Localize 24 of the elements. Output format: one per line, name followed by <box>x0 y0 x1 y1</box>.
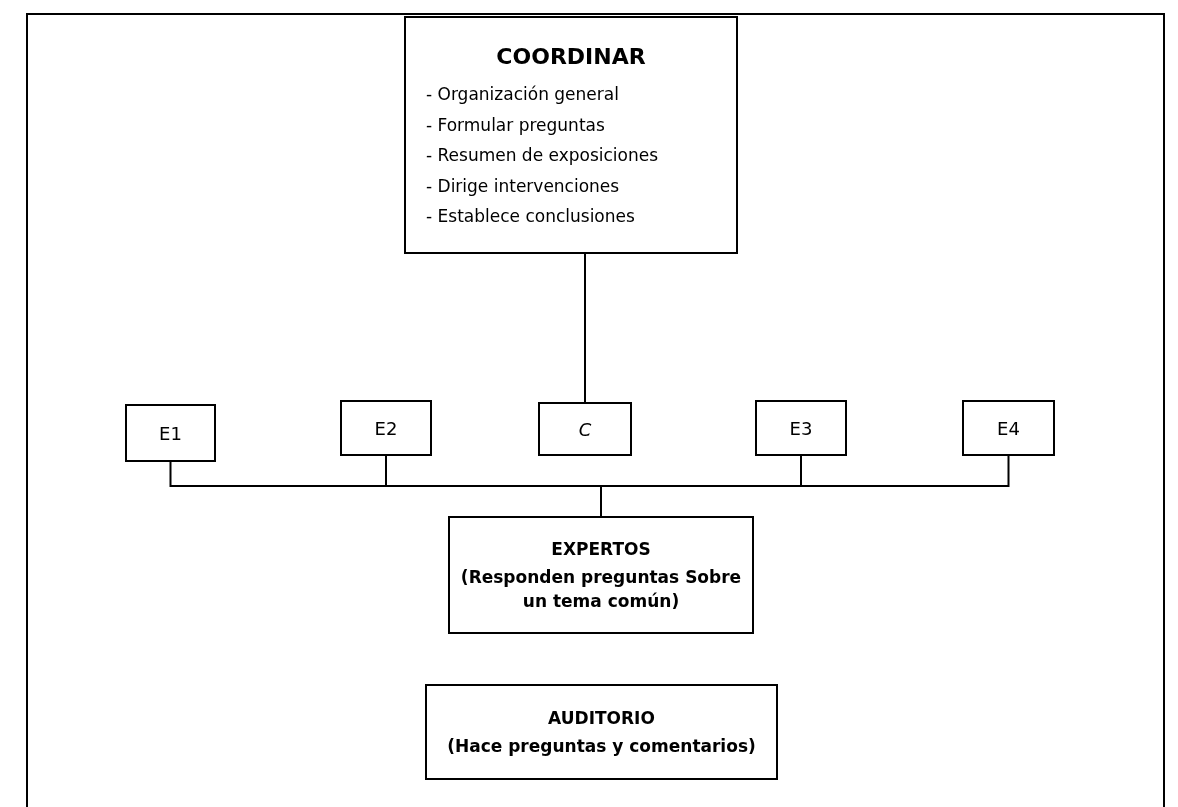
box-heading: AUDITORIO <box>548 706 655 730</box>
box-label: E3 <box>789 416 813 441</box>
box-heading: COORDINAR <box>496 43 646 72</box>
list-item: - Organización general <box>426 83 619 107</box>
box-description: (Hace preguntas y comentarios) <box>447 735 756 759</box>
box-label: E2 <box>374 416 398 441</box>
list-item: - Resumen de exposiciones <box>426 144 659 168</box>
list-item: - Formular preguntas <box>426 113 605 137</box>
box-label: E4 <box>997 416 1020 441</box>
text-box <box>125 404 216 462</box>
text-box <box>538 402 632 456</box>
text-box <box>448 516 754 634</box>
text-box <box>962 400 1055 456</box>
box-label: E1 <box>159 421 182 446</box>
box-label: C <box>578 417 592 442</box>
text-box <box>404 16 738 254</box>
list-item: - Dirige intervenciones <box>426 174 620 198</box>
connector-line <box>584 253 586 403</box>
box-heading: EXPERTOS <box>551 537 651 561</box>
list-item: - Establece conclusiones <box>426 205 635 229</box>
text-box <box>340 400 432 456</box>
text-box <box>425 684 778 780</box>
box-description: (Responden preguntas Sobre un tema común) <box>459 566 743 613</box>
text-box <box>755 400 847 456</box>
